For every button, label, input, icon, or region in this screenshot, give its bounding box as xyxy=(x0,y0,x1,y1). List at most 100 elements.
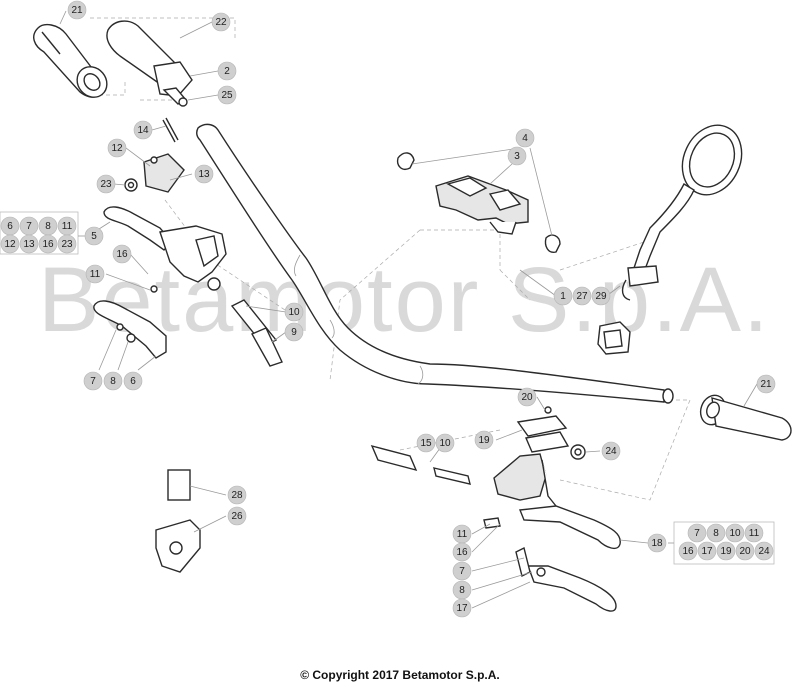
left-group-box xyxy=(0,211,79,255)
svg-text:11: 11 xyxy=(749,528,760,539)
svg-text:16: 16 xyxy=(456,547,468,558)
callout-13: 13 xyxy=(194,164,214,184)
svg-text:5: 5 xyxy=(91,231,97,242)
svg-text:10: 10 xyxy=(439,438,451,449)
callout-21: 21 xyxy=(756,374,776,394)
callout-24: 24 xyxy=(601,441,621,461)
group-2-callout-7: 7 xyxy=(687,523,707,543)
svg-text:7: 7 xyxy=(459,566,465,577)
svg-text:2: 2 xyxy=(224,66,230,77)
svg-text:26: 26 xyxy=(231,511,243,522)
svg-text:6: 6 xyxy=(7,221,13,232)
svg-text:18: 18 xyxy=(651,538,663,549)
group-1-callout-6: 6 xyxy=(0,216,20,236)
svg-text:20: 20 xyxy=(739,546,751,557)
group-2-callout-10: 10 xyxy=(725,523,745,543)
svg-text:12: 12 xyxy=(111,143,123,154)
group-1-callout-7: 7 xyxy=(19,216,39,236)
svg-text:14: 14 xyxy=(137,125,149,136)
group-2-callout-20: 20 xyxy=(735,541,755,561)
svg-text:7: 7 xyxy=(90,376,96,387)
group-1-callout-11: 11 xyxy=(57,216,77,236)
left-switch-housing xyxy=(124,117,185,193)
copyright-footer: © Copyright 2017 Betamotor S.p.A. xyxy=(300,668,500,682)
group-1-callout-16: 16 xyxy=(38,234,58,254)
group-2-callout-19: 19 xyxy=(716,541,736,561)
svg-text:7: 7 xyxy=(694,528,700,539)
svg-text:9: 9 xyxy=(291,327,297,338)
group-1-callout-8: 8 xyxy=(38,216,58,236)
callout-3: 3 xyxy=(507,146,527,166)
handlebar-clamp xyxy=(396,152,561,253)
group-2-callout-8: 8 xyxy=(706,523,726,543)
callout-7: 7 xyxy=(452,561,472,581)
callout-22: 22 xyxy=(211,12,231,32)
svg-text:11: 11 xyxy=(62,221,73,232)
svg-text:8: 8 xyxy=(45,221,51,232)
callout-19: 19 xyxy=(474,430,494,450)
callout-1: 1 xyxy=(553,286,573,306)
svg-text:8: 8 xyxy=(459,585,465,596)
clutch-perch xyxy=(150,225,227,293)
callout-10: 10 xyxy=(284,302,304,322)
throttle-grip xyxy=(106,20,193,107)
svg-text:21: 21 xyxy=(760,379,772,390)
callout-18: 18 xyxy=(647,533,667,553)
svg-text:22: 22 xyxy=(215,17,227,28)
callout-6: 6 xyxy=(123,371,143,391)
group-1-callout-12: 12 xyxy=(0,234,20,254)
callout-10: 10 xyxy=(435,433,455,453)
group-2-callout-17: 17 xyxy=(697,541,717,561)
svg-text:13: 13 xyxy=(23,239,35,250)
callout-17: 17 xyxy=(452,598,472,618)
svg-text:8: 8 xyxy=(713,528,719,539)
brake-master-cylinder xyxy=(493,453,557,507)
group-1-callout-13: 13 xyxy=(19,234,39,254)
callout-27: 27 xyxy=(572,286,592,306)
svg-text:15: 15 xyxy=(420,438,432,449)
callout-23: 23 xyxy=(96,174,116,194)
svg-text:17: 17 xyxy=(456,603,468,614)
mirror xyxy=(621,124,743,301)
svg-text:11: 11 xyxy=(457,529,468,540)
svg-text:21: 21 xyxy=(71,5,83,16)
callout-28: 28 xyxy=(227,485,247,505)
svg-text:1: 1 xyxy=(560,291,566,302)
right-grip xyxy=(699,394,792,441)
svg-text:20: 20 xyxy=(521,392,533,403)
svg-text:10: 10 xyxy=(288,307,300,318)
handlebar-tube xyxy=(195,123,674,404)
svg-text:6: 6 xyxy=(130,376,136,387)
svg-text:7: 7 xyxy=(26,221,32,232)
group-1-callout-23: 23 xyxy=(57,234,77,254)
group-2-callout-24: 24 xyxy=(754,541,774,561)
svg-text:16: 16 xyxy=(116,249,128,260)
brake-lever-upper xyxy=(519,505,621,550)
svg-text:27: 27 xyxy=(576,291,588,302)
svg-text:19: 19 xyxy=(720,546,732,557)
svg-text:12: 12 xyxy=(4,239,16,250)
svg-text:16: 16 xyxy=(682,546,694,557)
svg-text:23: 23 xyxy=(61,239,73,250)
svg-text:16: 16 xyxy=(42,239,54,250)
cable-adjuster xyxy=(230,299,283,367)
callout-8: 8 xyxy=(103,371,123,391)
svg-text:24: 24 xyxy=(605,446,617,457)
svg-text:11: 11 xyxy=(90,269,101,280)
callout-25: 25 xyxy=(217,85,237,105)
svg-text:13: 13 xyxy=(198,169,210,180)
callout-26: 26 xyxy=(227,506,247,526)
svg-text:25: 25 xyxy=(221,90,233,101)
callout-12: 12 xyxy=(107,138,127,158)
svg-text:3: 3 xyxy=(514,151,520,162)
callout-16: 16 xyxy=(112,244,132,264)
callout-14: 14 xyxy=(133,120,153,140)
callout-2: 2 xyxy=(217,61,237,81)
svg-text:29: 29 xyxy=(595,291,607,302)
svg-text:28: 28 xyxy=(231,490,243,501)
callout-11: 11 xyxy=(452,524,472,544)
callout-9: 9 xyxy=(284,322,304,342)
svg-text:8: 8 xyxy=(110,376,116,387)
group-2-callout-16: 16 xyxy=(678,541,698,561)
